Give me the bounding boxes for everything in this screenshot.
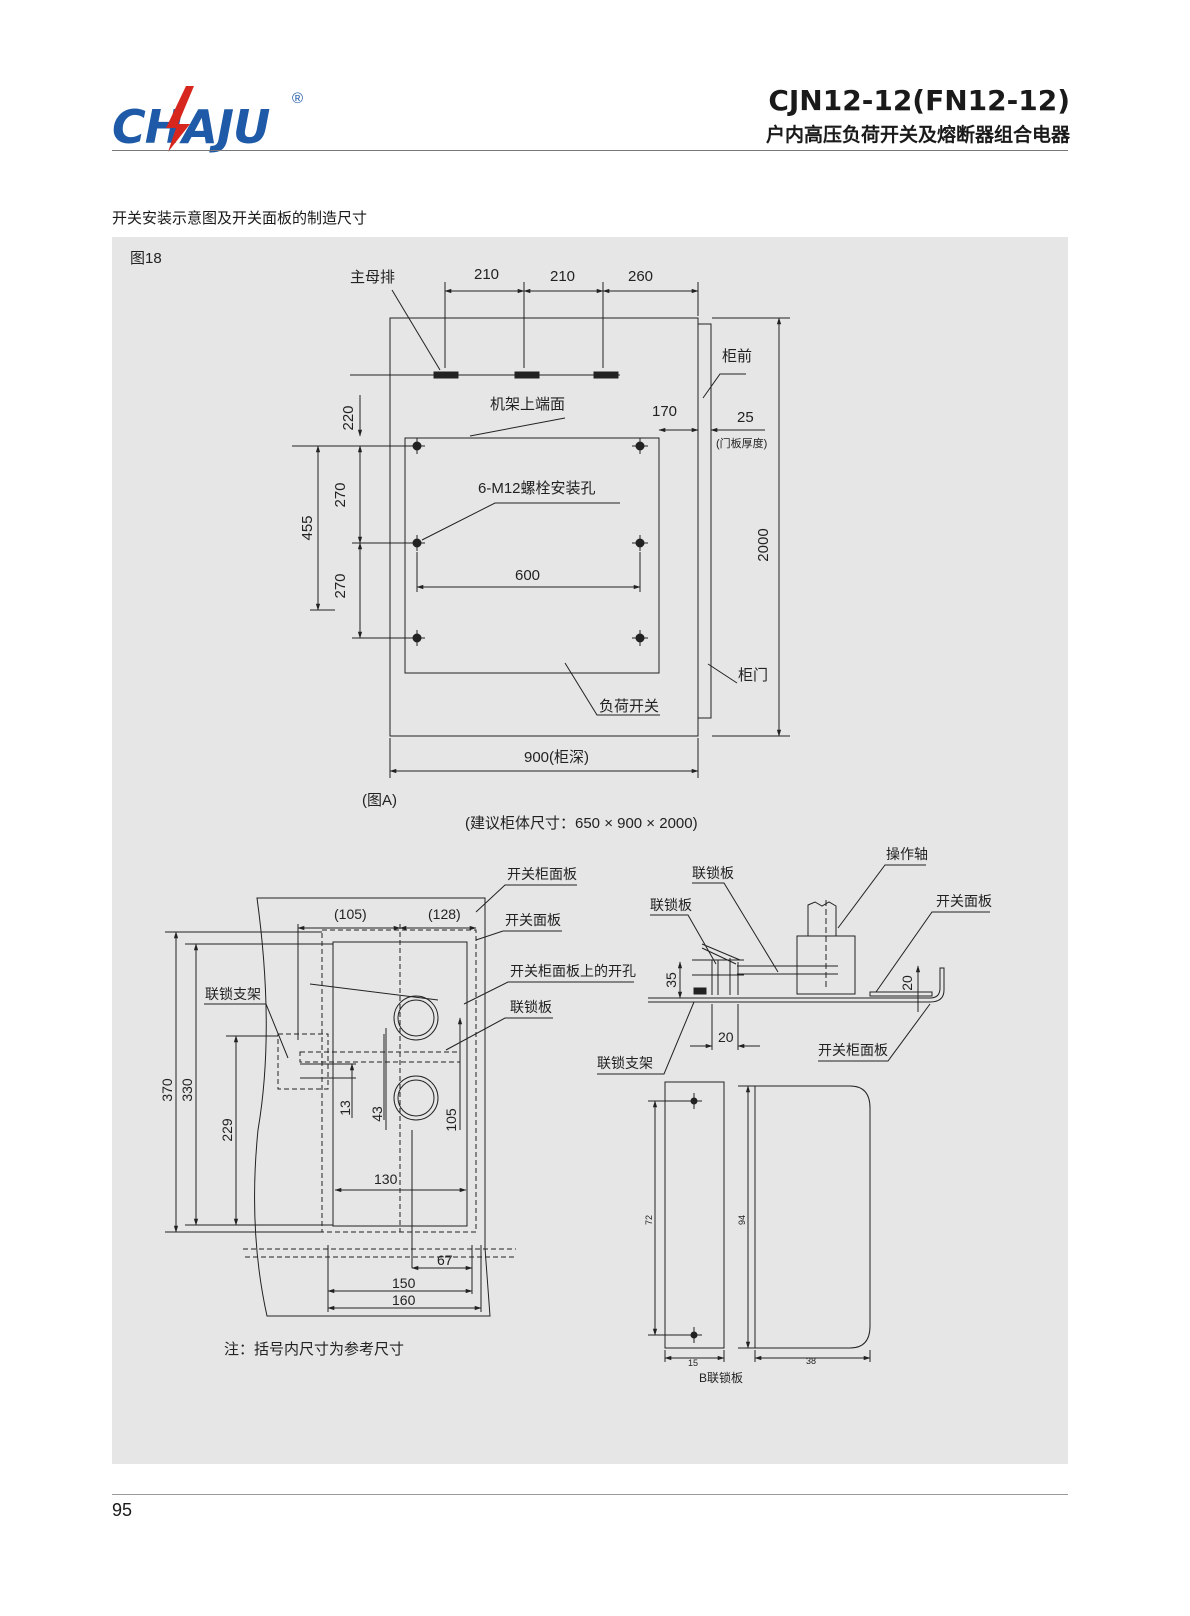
dim-128-ref: (128) (428, 906, 461, 922)
label-panel-hole: 开关柜面板上的开孔 (510, 963, 636, 979)
label-switch-panel-side: 开关面板 (936, 893, 992, 909)
footer-divider (112, 1494, 1068, 1495)
label-switch-panel: 开关面板 (505, 912, 561, 928)
note-reference-dims: 注：括号内尺寸为参考尺寸 (224, 1341, 404, 1358)
label-interlock-plate-left: 联锁板 (650, 897, 692, 913)
dim-15: 15 (688, 1358, 698, 1368)
dim-38: 38 (806, 1356, 816, 1366)
dim-455: 455 (299, 515, 316, 540)
caption-b-interlock-plate: B联锁板 (699, 1370, 743, 1385)
dim-105: 105 (443, 1108, 459, 1132)
dim-105-ref: (105) (334, 906, 367, 922)
dim-top-2: 210 (550, 268, 575, 285)
side-view: 操作轴 联锁板 联锁板 开关面板 35 20 20 开关柜面板 联锁支架 (597, 846, 992, 1075)
drawing-panel: 图18 210 210 260 主母排 柜前 2000 机架上端面 (112, 237, 1068, 1464)
label-cabinet-front: 柜前 (722, 348, 752, 365)
label-cabinet-panel-side: 开关柜面板 (818, 1042, 888, 1058)
label-cabinet-door: 柜门 (738, 667, 768, 684)
b-interlock-plate: 72 15 94 38 B联锁板 (644, 1081, 871, 1385)
label-frame-top: 机架上端面 (490, 396, 565, 413)
dim-top-3: 260 (628, 268, 653, 285)
dim-160: 160 (392, 1292, 416, 1308)
label-cabinet-panel: 开关柜面板 (507, 866, 577, 882)
dim-270-upper: 270 (332, 482, 349, 507)
dim-20-vertical: 20 (899, 975, 915, 991)
caption-figure-a: (图A) (362, 792, 397, 809)
dim-270-lower: 270 (332, 573, 349, 598)
header-divider (112, 150, 1068, 151)
section-title: 开关安装示意图及开关面板的制造尺寸 (112, 210, 368, 227)
dim-130: 130 (374, 1171, 398, 1187)
label-door-thickness: (门板厚度) (716, 436, 767, 450)
suggested-cabinet-size: (建议柜体尺寸：650 × 900 × 2000) (465, 815, 698, 832)
dim-35: 35 (663, 972, 679, 988)
panel-cutout-view: (105) (128) 开关柜面板 开关面板 开关柜面板上的开孔 联锁板 联锁支… (159, 866, 636, 1358)
label-interlock-plate-top: 联锁板 (692, 865, 734, 881)
dim-330: 330 (179, 1078, 195, 1102)
dim-2000: 2000 (755, 528, 772, 561)
technical-drawing: 图18 210 210 260 主母排 柜前 2000 机架上端面 (130, 250, 992, 1385)
product-model: CJN12-12(FN12-12) (768, 84, 1070, 117)
label-operating-shaft: 操作轴 (886, 846, 928, 862)
page-number: 95 (112, 1500, 133, 1520)
bolt-hole-markers (409, 438, 648, 646)
dim-94: 94 (737, 1215, 747, 1225)
logo-wordmark: CHAJU (112, 100, 270, 154)
dim-25: 25 (737, 409, 754, 426)
dim-top-1: 210 (474, 266, 499, 283)
dim-13: 13 (337, 1100, 353, 1116)
label-load-switch: 负荷开关 (599, 698, 659, 715)
label-bolt-holes: 6-M12螺栓安装孔 (478, 480, 596, 497)
dim-170: 170 (652, 403, 677, 420)
dim-229: 229 (219, 1118, 235, 1142)
dim-150: 150 (392, 1275, 416, 1291)
dim-20-horizontal: 20 (718, 1029, 734, 1045)
dim-43: 43 (369, 1106, 385, 1122)
dim-600: 600 (515, 567, 540, 584)
brand-logo: CHAJU ® (112, 84, 312, 154)
dim-depth-900: 900(柜深) (524, 749, 589, 766)
dim-370: 370 (159, 1078, 175, 1102)
dim-67: 67 (437, 1252, 453, 1268)
label-main-busbar: 主母排 (350, 269, 395, 286)
product-subtitle: 户内高压负荷开关及熔断器组合电器 (765, 125, 1070, 146)
figure-number: 图18 (130, 250, 162, 267)
dim-72: 72 (644, 1215, 654, 1225)
label-interlock-plate: 联锁板 (510, 999, 552, 1015)
logo-flash-icon (166, 86, 194, 152)
figure-a: 210 210 260 主母排 柜前 2000 机架上端面 170 25 (门板… (292, 266, 790, 832)
label-interlock-bracket-side: 联锁支架 (597, 1055, 653, 1071)
label-interlock-bracket: 联锁支架 (205, 986, 261, 1002)
registered-mark: ® (292, 90, 304, 107)
dim-220: 220 (340, 405, 357, 430)
